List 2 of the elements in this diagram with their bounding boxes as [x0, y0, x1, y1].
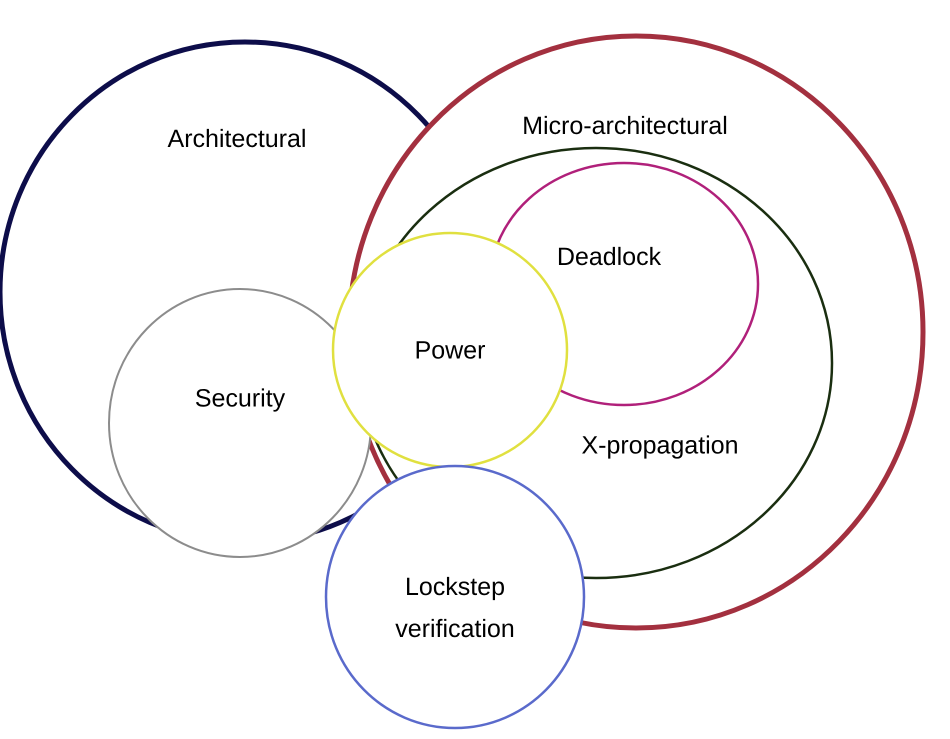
- circle-label: Security: [196, 388, 286, 412]
- circle-label: Architectural: [168, 128, 305, 148]
